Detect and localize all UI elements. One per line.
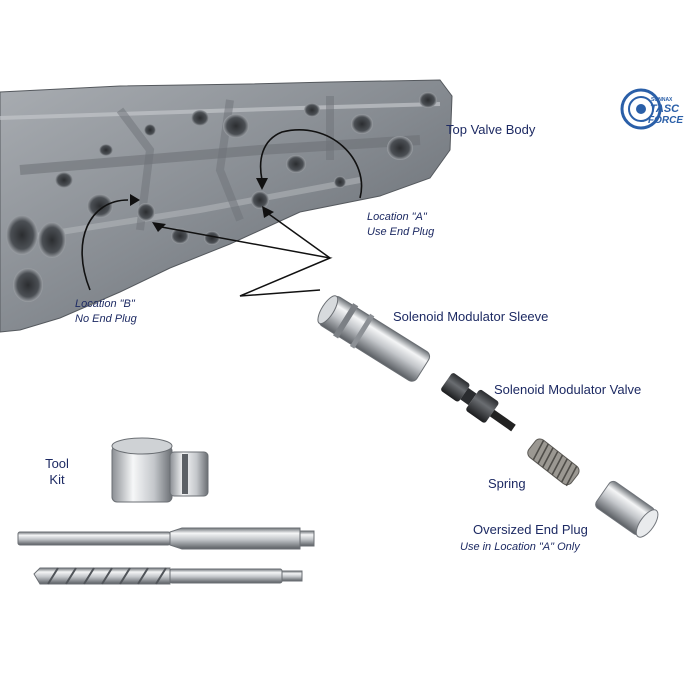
- label-oversized-end-plug: Oversized End Plug: [473, 522, 588, 537]
- bracket-leaders: [155, 211, 333, 297]
- logo-small-text: SONNAX: [651, 97, 673, 103]
- bore-arrows: [81, 129, 363, 291]
- label-solenoid-modulator-valve: Solenoid Modulator Valve: [494, 382, 642, 397]
- label-top-valve-body: Top Valve Body: [446, 122, 536, 137]
- spring: [527, 438, 580, 487]
- location-b-bore: [137, 203, 155, 221]
- label-location-a-line1: Location "A": [367, 211, 427, 223]
- tasc-force-logo: SONNAX TASC FORCE: [620, 88, 683, 130]
- logo-tasc-text: TASC: [650, 103, 680, 115]
- label-location-b-line1: Location "B": [75, 298, 135, 310]
- logo-force-text: FORCE: [648, 115, 683, 126]
- solenoid-modulator-valve: [441, 373, 516, 432]
- tool-kit-rod: [17, 527, 315, 550]
- label-tool-kit-line1: Tool: [45, 456, 69, 471]
- label-tool-kit-line2: Kit: [49, 472, 65, 487]
- label-solenoid-modulator-sleeve: Solenoid Modulator Sleeve: [393, 309, 549, 324]
- label-location-a-line2: Use End Plug: [367, 226, 435, 238]
- label-location-b-line2: No End Plug: [75, 313, 137, 325]
- label-spring: Spring: [488, 476, 526, 491]
- location-b-arrow: [81, 199, 129, 291]
- oversized-end-plug: [595, 480, 659, 538]
- tool-kit-reamer: [33, 567, 303, 585]
- solenoid-modulator-sleeve: [317, 295, 431, 382]
- location-a-bore: [251, 191, 269, 209]
- label-oversized-end-plug-note: Use in Location "A" Only: [460, 541, 580, 553]
- top-valve-body-casting: [0, 79, 453, 333]
- tool-kit-cap: [111, 437, 209, 503]
- location-a-arrow: [259, 129, 363, 199]
